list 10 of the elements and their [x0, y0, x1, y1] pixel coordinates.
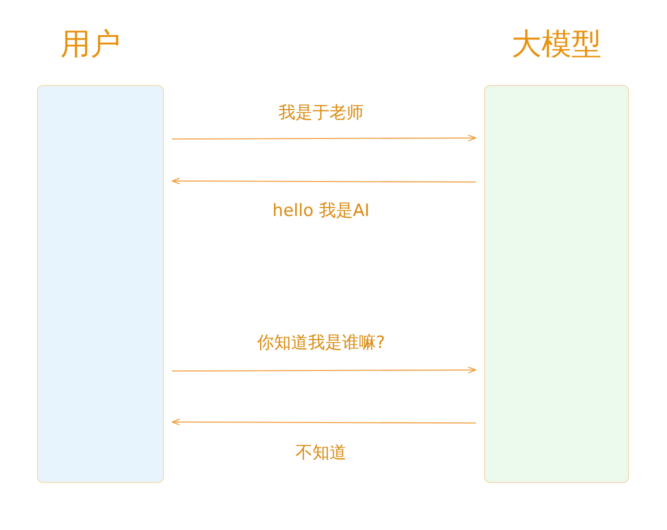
lane-title: 大模型 [510, 26, 602, 64]
edge-label: 不知道 [296, 442, 346, 464]
edge-label: hello 我是AI [272, 200, 370, 222]
message-arrow [172, 134, 476, 142]
lane-title: 用户 [60, 26, 122, 64]
edge-label: 我是于老师 [278, 102, 364, 124]
message-arrow [172, 178, 476, 185]
edge-label: 你知道我是谁嘛? [256, 332, 386, 354]
message-arrow [172, 366, 476, 374]
message-arrow [172, 418, 476, 426]
